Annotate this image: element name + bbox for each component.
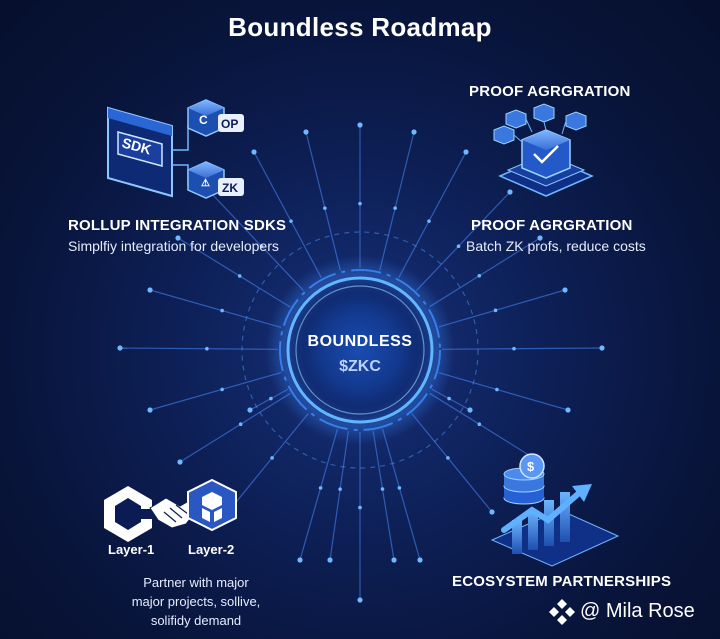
ray-end-dot — [565, 407, 570, 412]
ray-end-dot — [297, 557, 302, 562]
sdk-window-icon: SDK — [108, 108, 172, 196]
radial-ray — [228, 414, 308, 512]
proof-aggregation-top-heading: PROOF AGRGRATION — [469, 83, 631, 100]
ray-mid-dot — [220, 309, 224, 313]
ray-end-dot — [177, 459, 182, 464]
ray-mid-dot — [477, 274, 481, 278]
ray-end-dot — [357, 122, 362, 127]
radial-ray — [430, 393, 540, 462]
page-title: Boundless Roadmap — [0, 12, 720, 43]
ray-end-dot — [117, 345, 122, 350]
ray-mid-dot — [323, 206, 327, 210]
coin-stack-icon: $ — [504, 454, 544, 504]
ray-end-dot — [562, 287, 567, 292]
ray-mid-dot — [457, 244, 461, 248]
ray-mid-dot — [269, 397, 273, 401]
radial-ray — [120, 348, 278, 349]
ray-mid-dot — [289, 219, 293, 223]
radial-ray — [306, 132, 340, 270]
ray-mid-dot — [512, 347, 516, 351]
radial-ray — [180, 393, 290, 462]
coin-symbol: $ — [527, 459, 535, 474]
ray-end-dot — [507, 189, 512, 194]
layer1-label: Layer-1 — [108, 542, 154, 557]
ray-mid-dot — [239, 422, 243, 426]
ray-mid-dot — [205, 347, 209, 351]
layer1-logo-icon — [104, 486, 154, 542]
radial-ray — [412, 414, 492, 512]
ray-mid-dot — [494, 309, 498, 313]
ray-mid-dot — [319, 486, 323, 490]
ray-end-dot — [303, 129, 308, 134]
ecosystem-partnerships-heading: ECOSYSTEM PARTNERSHIPS — [452, 573, 671, 590]
proof-aggregation-heading: PROOF AGRGRATION — [471, 217, 633, 234]
ray-end-dot — [147, 407, 152, 412]
radial-ray — [150, 290, 281, 327]
center-title: BOUNDLESS — [300, 333, 420, 351]
rollup-sdks-subtitle: Simplfiy integration for developers — [68, 238, 279, 254]
radial-ray — [380, 132, 414, 270]
layer2-label: Layer-2 — [188, 542, 234, 557]
ray-end-dot — [357, 597, 362, 602]
ray-mid-dot — [446, 456, 450, 460]
ray-end-dot — [467, 407, 472, 412]
radial-ray — [300, 429, 337, 560]
radial-ray — [254, 152, 321, 278]
ray-mid-dot — [447, 397, 451, 401]
radial-ray — [442, 348, 602, 349]
ray-mid-dot — [358, 202, 362, 206]
ray-mid-dot — [393, 206, 397, 210]
ray-end-dot — [463, 149, 468, 154]
rollup-sdks-heading: ROLLUP INTEGRATION SDKS — [68, 217, 286, 234]
ray-mid-dot — [238, 274, 242, 278]
ray-mid-dot — [270, 456, 274, 460]
binance-diamond-icon — [549, 599, 575, 625]
ray-end-dot — [489, 509, 494, 514]
radial-ray — [439, 373, 568, 410]
svg-text:⚠: ⚠ — [201, 178, 210, 189]
partner-text-line3: solifidy demand — [86, 613, 306, 628]
watermark-author: @ Mila Rose — [580, 600, 695, 623]
radial-ray — [399, 152, 466, 278]
ray-end-dot — [417, 557, 422, 562]
center-token: $ZKC — [300, 358, 420, 376]
ray-mid-dot — [495, 388, 499, 392]
ray-end-dot — [247, 407, 252, 412]
ray-end-dot — [147, 287, 152, 292]
op-label: OP — [221, 117, 238, 131]
radial-ray — [330, 431, 348, 560]
zk-badge: ZK — [218, 178, 244, 196]
ray-end-dot — [391, 557, 396, 562]
partner-text-line1: Partner with major — [86, 575, 306, 590]
op-badge: OP — [218, 114, 244, 132]
svg-text:C: C — [199, 113, 208, 127]
partner-text-line2: major projects, sollive, — [86, 594, 306, 609]
ray-end-dot — [251, 149, 256, 154]
ray-mid-dot — [358, 506, 362, 510]
ray-mid-dot — [477, 422, 481, 426]
ray-mid-dot — [338, 487, 342, 491]
ray-mid-dot — [381, 487, 385, 491]
ray-mid-dot — [398, 486, 402, 490]
ray-mid-dot — [220, 388, 224, 392]
proof-aggregation-subtitle: Batch ZK profs, reduce costs — [466, 238, 646, 254]
zk-label: ZK — [222, 181, 238, 195]
radial-ray — [383, 429, 420, 560]
ray-end-dot — [411, 129, 416, 134]
radial-ray — [373, 431, 394, 560]
radial-ray — [439, 290, 565, 327]
ray-end-dot — [599, 345, 604, 350]
layer2-logo-icon — [188, 480, 236, 530]
proof-aggregation-icon — [494, 104, 592, 196]
ray-mid-dot — [427, 219, 431, 223]
ray-end-dot — [327, 557, 332, 562]
